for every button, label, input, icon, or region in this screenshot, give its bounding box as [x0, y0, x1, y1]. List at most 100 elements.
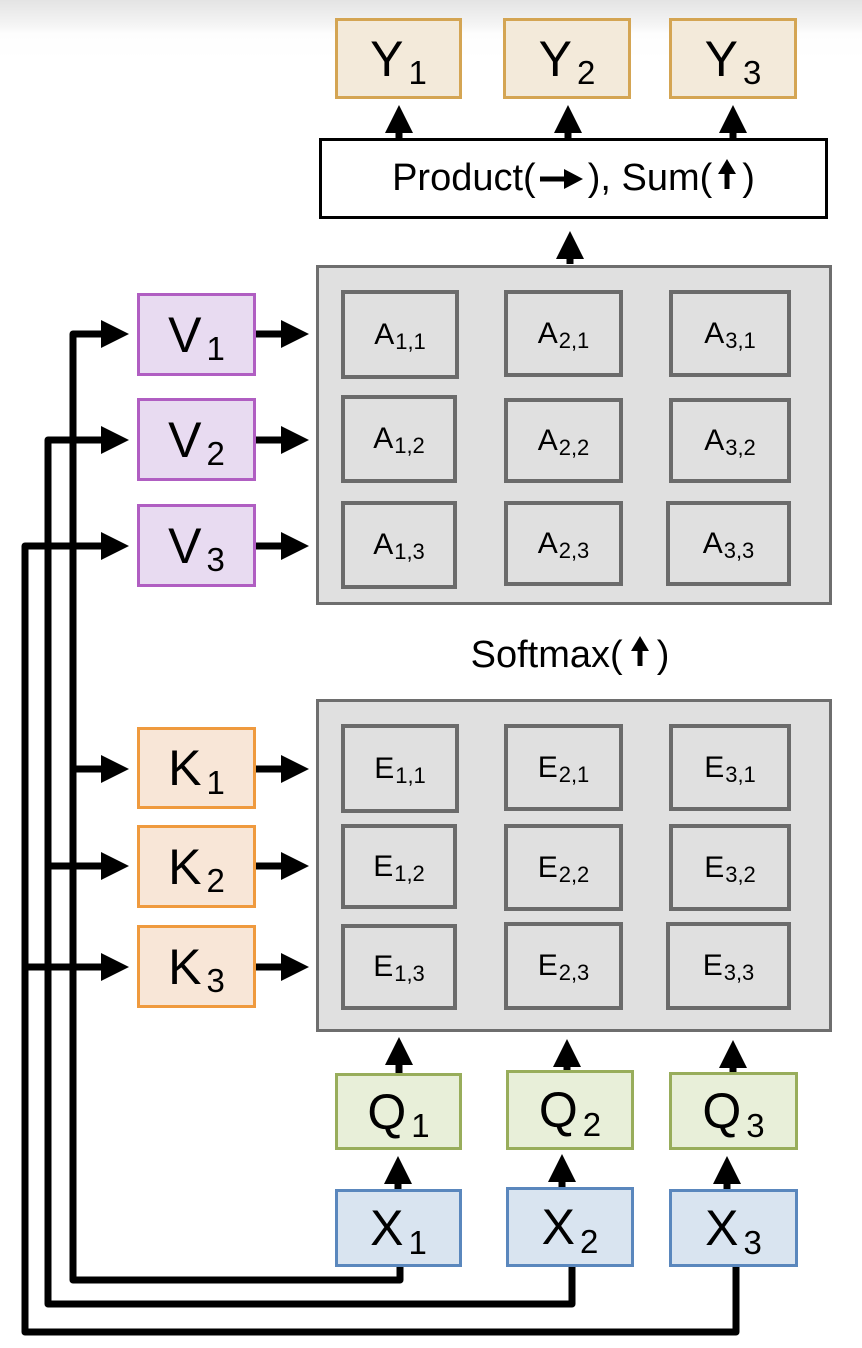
cell-index: 2,2 — [558, 861, 590, 887]
cell-index: 2,1 — [558, 761, 590, 787]
node-index: 3 — [746, 1106, 765, 1144]
cell-letter: A — [702, 526, 723, 560]
cell-letter: E — [374, 751, 395, 785]
node-letter: K — [168, 938, 202, 995]
node-index: 3 — [206, 962, 225, 999]
cell-index: 3,1 — [725, 761, 756, 787]
node-letter: X — [370, 1200, 404, 1256]
node-letter: Q — [702, 1083, 742, 1139]
cell-letter: E — [537, 850, 558, 884]
node-letter: V — [168, 306, 202, 363]
cell-letter: A — [537, 423, 558, 457]
product-label: Product( — [392, 157, 536, 199]
node-letter: Y — [538, 30, 572, 87]
cell-letter: A — [373, 528, 394, 561]
node-index: 2 — [206, 862, 225, 899]
up-arrow-icon — [630, 634, 650, 677]
cell-letter: A — [374, 317, 395, 351]
cell-index: 2,2 — [558, 434, 590, 460]
node-letter: K — [168, 838, 202, 895]
wire-x1-loop — [69, 320, 404, 1284]
cell-index: 2,3 — [558, 960, 590, 985]
sum-label: ), Sum( — [587, 157, 713, 199]
cell-index: 1,3 — [394, 961, 425, 986]
cell-letter: E — [702, 949, 723, 982]
sum-close: ) — [742, 157, 755, 199]
cell-index: 1,1 — [395, 328, 426, 354]
cell-letter: A — [373, 422, 394, 455]
cell-letter: A — [704, 316, 725, 350]
cell-letter: E — [537, 949, 558, 982]
softmax-text: Softmax( — [470, 633, 623, 676]
node-index: 1 — [411, 1107, 430, 1144]
node-letter: Y — [370, 30, 404, 87]
cell-index: 3,2 — [725, 434, 756, 460]
node-letter: X — [705, 1200, 739, 1256]
cell-index: 1,2 — [394, 860, 425, 886]
node-index: 2 — [582, 1105, 602, 1143]
node-index: 1 — [408, 1223, 427, 1261]
cell-letter: A — [537, 316, 558, 350]
node-index: 1 — [206, 763, 225, 801]
cell-index: 3,3 — [723, 537, 755, 563]
node-index: 1 — [408, 54, 427, 91]
node-letter: Y — [704, 30, 738, 87]
cell-index: 1,3 — [394, 539, 425, 564]
node-letter: K — [168, 740, 202, 796]
node-letter: Q — [367, 1083, 407, 1140]
cell-letter: E — [373, 950, 394, 983]
right-arrow-icon — [539, 157, 584, 200]
node-index: 3 — [206, 541, 225, 578]
wire-x2-loop — [44, 426, 576, 1308]
cell-letter: A — [704, 423, 725, 457]
node-letter: V — [168, 411, 202, 468]
product-sum-box: Product( ), Sum( ) — [319, 138, 828, 219]
node-letter: Q — [538, 1082, 578, 1138]
softmax-close: ) — [656, 633, 670, 676]
wire-x3-loop — [21, 532, 740, 1336]
node-index: 3 — [743, 1223, 762, 1261]
cell-index: 3,3 — [723, 960, 755, 985]
cell-index: 2,3 — [558, 537, 590, 563]
cell-letter: A — [537, 526, 558, 560]
cell-letter: E — [704, 750, 725, 784]
cell-letter: E — [704, 850, 725, 884]
node-index: 1 — [206, 330, 225, 367]
node-index: 2 — [206, 435, 225, 472]
cell-index: 1,1 — [395, 762, 426, 788]
up-arrow-icon — [717, 157, 737, 200]
node-letter: X — [541, 1199, 575, 1255]
cell-index: 2,1 — [558, 327, 590, 353]
node-letter: V — [168, 517, 202, 574]
